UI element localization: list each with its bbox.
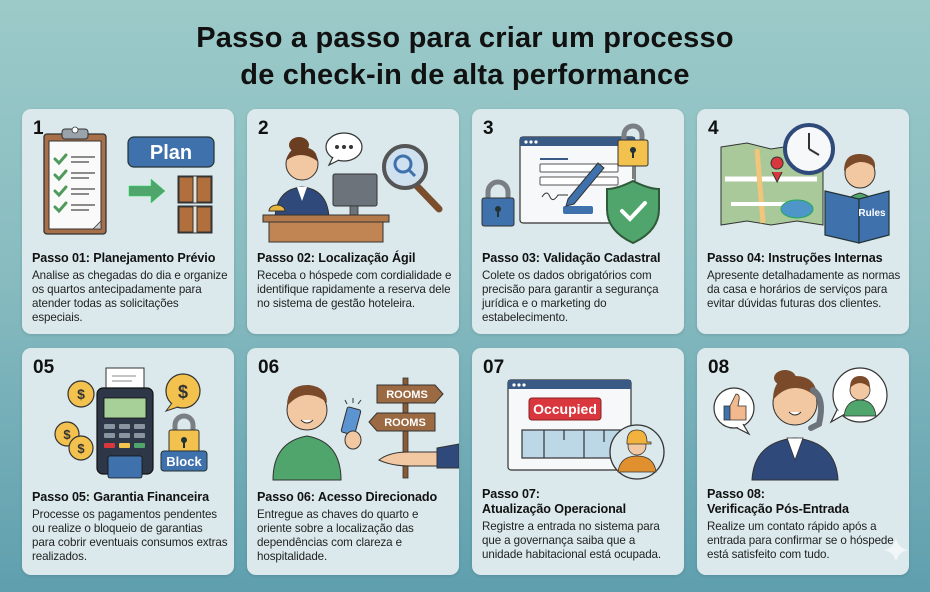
step-title: Passo 04: Instruções Internas: [707, 251, 883, 265]
receptionist-desk-illustration: [262, 132, 443, 243]
step-number: 3: [483, 118, 494, 139]
step-title-line-1: Passo 07:: [482, 487, 540, 501]
svg-text:$: $: [77, 441, 85, 456]
svg-text:$: $: [77, 386, 85, 402]
step-description: Registre a entrada no sistema para que a…: [482, 520, 662, 561]
page-title: Passo a passo para criar um processo de …: [0, 20, 930, 94]
step-title-line-2: Verificação Pós-Entrada: [707, 502, 849, 516]
clock-icon: [783, 123, 835, 175]
phone-icon: [808, 387, 824, 431]
lock-yellow-icon: [617, 123, 649, 167]
step-card-5: 05 $ $ $ $: [22, 348, 234, 575]
step-description: Receba o hóspede com cordialidade e iden…: [257, 269, 452, 310]
occupied-badge: Occupied: [528, 397, 602, 421]
shield-check-icon: [606, 179, 660, 245]
step-number: 4: [708, 118, 719, 139]
step-number: 05: [33, 357, 55, 378]
svg-text:ROOMS: ROOMS: [384, 417, 426, 429]
arrow-right-icon: [128, 178, 166, 204]
step-title: Passo 08: Verificação Pós-Entrada: [707, 487, 903, 517]
step-number: 08: [708, 357, 730, 378]
speech-bubble-icon: [325, 132, 363, 167]
step-title: Passo 03: Validação Cadastral: [482, 251, 661, 265]
step-title: Passo 01: Planejamento Prévio: [32, 251, 216, 265]
step-card-1: 1 Plan: [22, 109, 234, 334]
title-line-1: Passo a passo para criar um processo: [196, 22, 734, 54]
computer-monitor-icon: [332, 173, 378, 217]
thumbs-up-bubble-icon: [713, 387, 755, 436]
pen-icon: [565, 162, 605, 207]
svg-text:$: $: [63, 427, 71, 442]
desk: [262, 214, 390, 243]
step-title-line-1: Passo 08:: [707, 487, 765, 501]
block-badge: Block: [160, 450, 208, 472]
step-description: Colete os dados obrigatórios com precisã…: [482, 269, 659, 324]
step-card-6: 06 ROOMS ROOMS Passo 06: Acesso Direcion…: [247, 348, 459, 575]
step-card-2: 2 Passo 02: Localiza: [247, 109, 459, 334]
keycard-icon: [340, 398, 362, 450]
bell-icon: [268, 204, 286, 212]
lock-icon: [168, 413, 200, 457]
svg-text:$: $: [178, 382, 188, 402]
step-description: Analise as chegadas do dia e organize os…: [32, 269, 228, 324]
lock-blue-icon: [481, 179, 515, 227]
signpost-icon: ROOMS ROOMS: [368, 377, 444, 479]
svg-text:Rules: Rules: [858, 208, 886, 219]
sparkle-icon: [884, 538, 908, 562]
step-card-4: 4 Rules Passo 04: Instruções Internas A: [697, 109, 909, 334]
house-rules-illustration: Rules: [720, 123, 890, 244]
step-title: Passo 07: Atualização Operacional: [482, 487, 678, 517]
card-terminal-icon: [96, 387, 154, 479]
open-hand-icon: [378, 443, 459, 469]
guest-bubble-avatar: [829, 367, 888, 424]
magnifying-glass-icon: [382, 144, 443, 213]
guest-avatar: [272, 384, 342, 481]
plan-badge: Plan: [127, 136, 215, 168]
title-line-2: de check-in de alta performance: [240, 59, 690, 91]
step-number: 1: [33, 118, 44, 139]
follow-up-call-illustration: [713, 367, 888, 481]
step-number: 07: [483, 357, 505, 378]
step-number: 2: [258, 118, 269, 139]
step-description: Realize um contato rápido após a entrada…: [707, 520, 894, 561]
step-card-8: 08 Passo 08: Verificação Pós-Ent: [697, 348, 909, 575]
doors-icon: [177, 175, 213, 234]
step-card-3: 3 Passo 03: V: [472, 109, 684, 334]
svg-text:Plan: Plan: [150, 142, 192, 164]
housekeeper-avatar: [609, 424, 665, 480]
receptionist-phone-avatar: [751, 370, 839, 481]
step-card-7: 07 Occupied Passo 07: Atualização Operac…: [472, 348, 684, 575]
step-description: Apresente detalhadamente as normas da ca…: [707, 269, 901, 310]
svg-text:Block: Block: [166, 454, 202, 469]
step-title: Passo 02: Localização Ágil: [257, 251, 416, 265]
step-number: 06: [258, 357, 280, 378]
step-description: Processe os pagamentos pendentes ou real…: [32, 508, 228, 563]
step-description: Entregue as chaves do quarto e oriente s…: [257, 508, 419, 563]
room-access-illustration: ROOMS ROOMS: [272, 377, 459, 481]
receptionist-avatar: [274, 137, 330, 218]
rules-book-icon: Rules: [824, 190, 890, 244]
svg-text:ROOMS: ROOMS: [386, 389, 428, 401]
step-title: Passo 05: Garantia Financeira: [32, 490, 209, 504]
step-title: Passo 06: Acesso Direcionado: [257, 490, 438, 504]
form-validation-illustration: [481, 123, 660, 245]
svg-text:Occupied: Occupied: [533, 401, 597, 417]
clipboard-icon: [43, 126, 107, 235]
payment-guarantee-illustration: $ $ $ $ Block: [54, 367, 208, 479]
occupied-status-illustration: Occupied: [507, 379, 665, 480]
clipboard-plan-illustration: Plan: [43, 126, 215, 235]
coin-icon: $ $ $ $: [54, 373, 201, 461]
step-title-line-2: Atualização Operacional: [482, 502, 626, 516]
